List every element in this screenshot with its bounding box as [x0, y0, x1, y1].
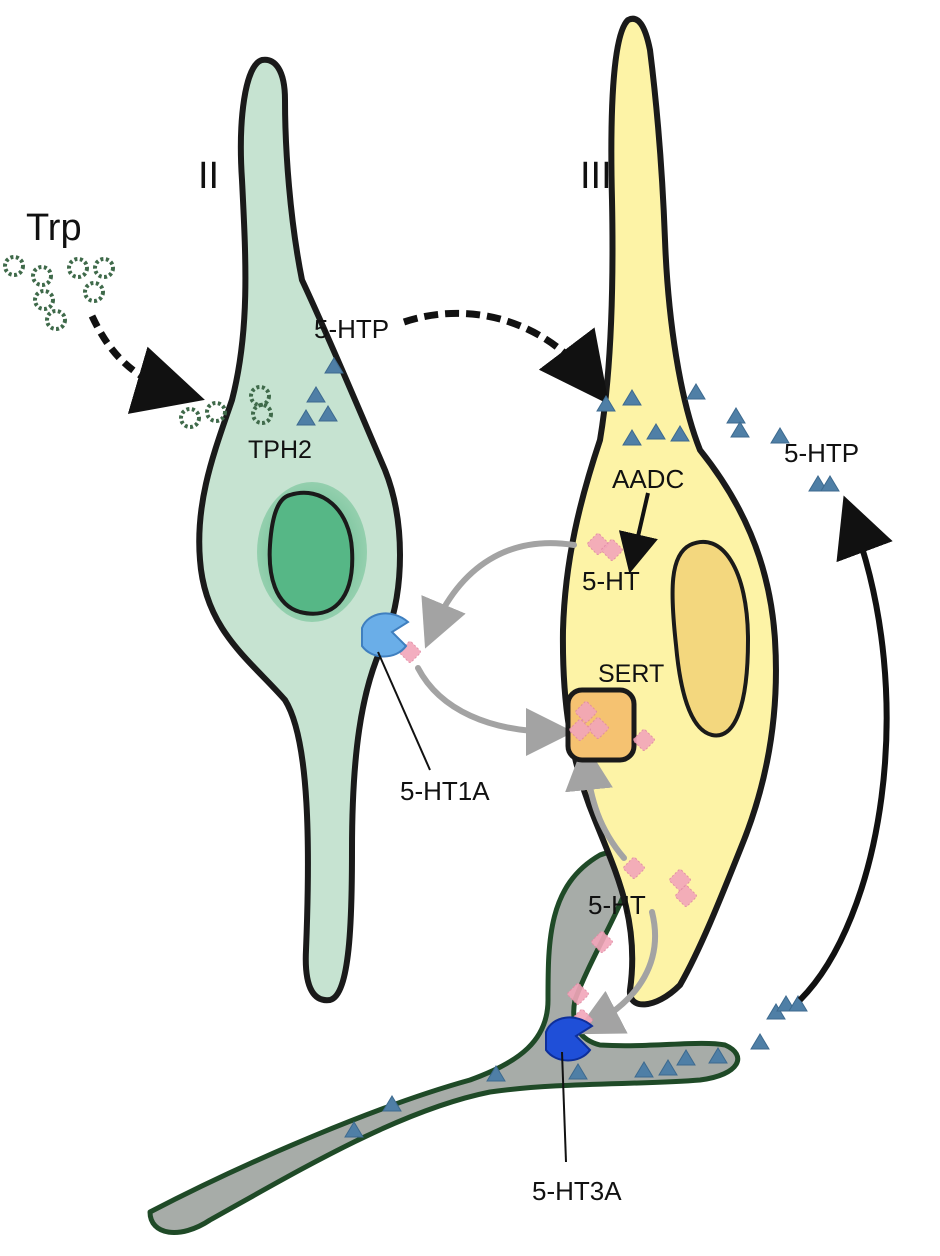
sert-label: SERT	[598, 660, 664, 688]
trp-uptake-arrow	[88, 314, 205, 414]
cell-iii-label: III	[580, 155, 612, 197]
ht3a-label: 5-HT3A	[532, 1176, 622, 1206]
trp-label: Trp	[26, 207, 82, 249]
htp-top-label: 5-HTP	[314, 314, 389, 344]
ht3a-receptor	[545, 1016, 594, 1062]
serotonin-flow-arrows	[415, 540, 659, 1035]
aadc-arrow	[618, 492, 658, 574]
ht1a-receptor	[361, 612, 410, 658]
ht1a-label: 5-HT1A	[400, 776, 490, 806]
ht1a-pointer	[377, 651, 431, 771]
htp-right-label: 5-HTP	[784, 438, 859, 468]
ht3a-pointer	[561, 1051, 567, 1163]
ht-cell3-label: 5-HT	[582, 566, 640, 596]
htp-return-arrow	[797, 495, 893, 1003]
ht-mid-label: 5-HT	[588, 890, 646, 920]
cell-iii-nucleus	[670, 539, 751, 738]
htp-transfer-arrow	[402, 309, 609, 405]
cell-ii-label: II	[198, 155, 219, 197]
tph2-label: TPH2	[248, 436, 312, 464]
aadc-label: AADC	[612, 464, 684, 494]
cell-ii-nucleus	[267, 490, 355, 616]
